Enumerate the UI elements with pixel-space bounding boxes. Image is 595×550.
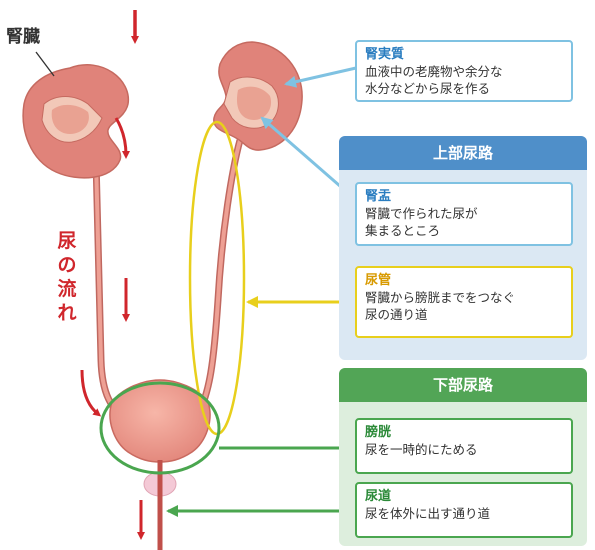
urethra-description: 尿を体外に出す通り道	[365, 505, 563, 522]
kidney-label-pointer	[36, 52, 54, 76]
urethra-title: 尿道	[365, 489, 563, 505]
bladder-card: 膀胱 尿を一時的にためる	[355, 418, 573, 474]
kidney-label: 腎臓	[6, 22, 40, 47]
bladder-description: 尿を一時的にためる	[365, 441, 563, 458]
left-kidney	[23, 65, 128, 178]
flow-arrow-bladder	[82, 370, 98, 414]
lower-urinary-tract-header: 下部尿路	[339, 368, 587, 402]
renal-pelvis-description: 腎臓で作られた尿が 集まるところ	[365, 205, 563, 239]
urethra-card: 尿道 尿を体外に出す通り道	[355, 482, 573, 538]
right-ureter	[196, 140, 240, 418]
ureter-description: 腎臓から膀胱までをつなぐ 尿の通り道	[365, 289, 563, 323]
ureter-card: 尿管 腎臓から膀胱までをつなぐ 尿の通り道	[355, 266, 573, 338]
renal-parenchyma-card: 腎実質 血液中の老廃物や余分な 水分などから尿を作る	[355, 40, 573, 102]
upper-urinary-tract-header: 上部尿路	[339, 136, 587, 170]
left-ureter	[96, 160, 126, 418]
renal-pelvis-title: 腎盂	[365, 189, 563, 205]
urine-flow-char-2: の	[54, 250, 80, 277]
urine-flow-char-1: 尿	[54, 226, 80, 253]
renal-parenchyma-title: 腎実質	[365, 47, 563, 63]
renal-pelvis-card: 腎盂 腎臓で作られた尿が 集まるところ	[355, 182, 573, 246]
renal-parenchyma-description: 血液中の老廃物や余分な 水分などから尿を作る	[365, 63, 563, 97]
ureter-title: 尿管	[365, 273, 563, 289]
urine-flow-char-3: 流	[54, 274, 80, 301]
urine-flow-char-4: れ	[54, 298, 80, 325]
bladder-title: 膀胱	[365, 425, 563, 441]
